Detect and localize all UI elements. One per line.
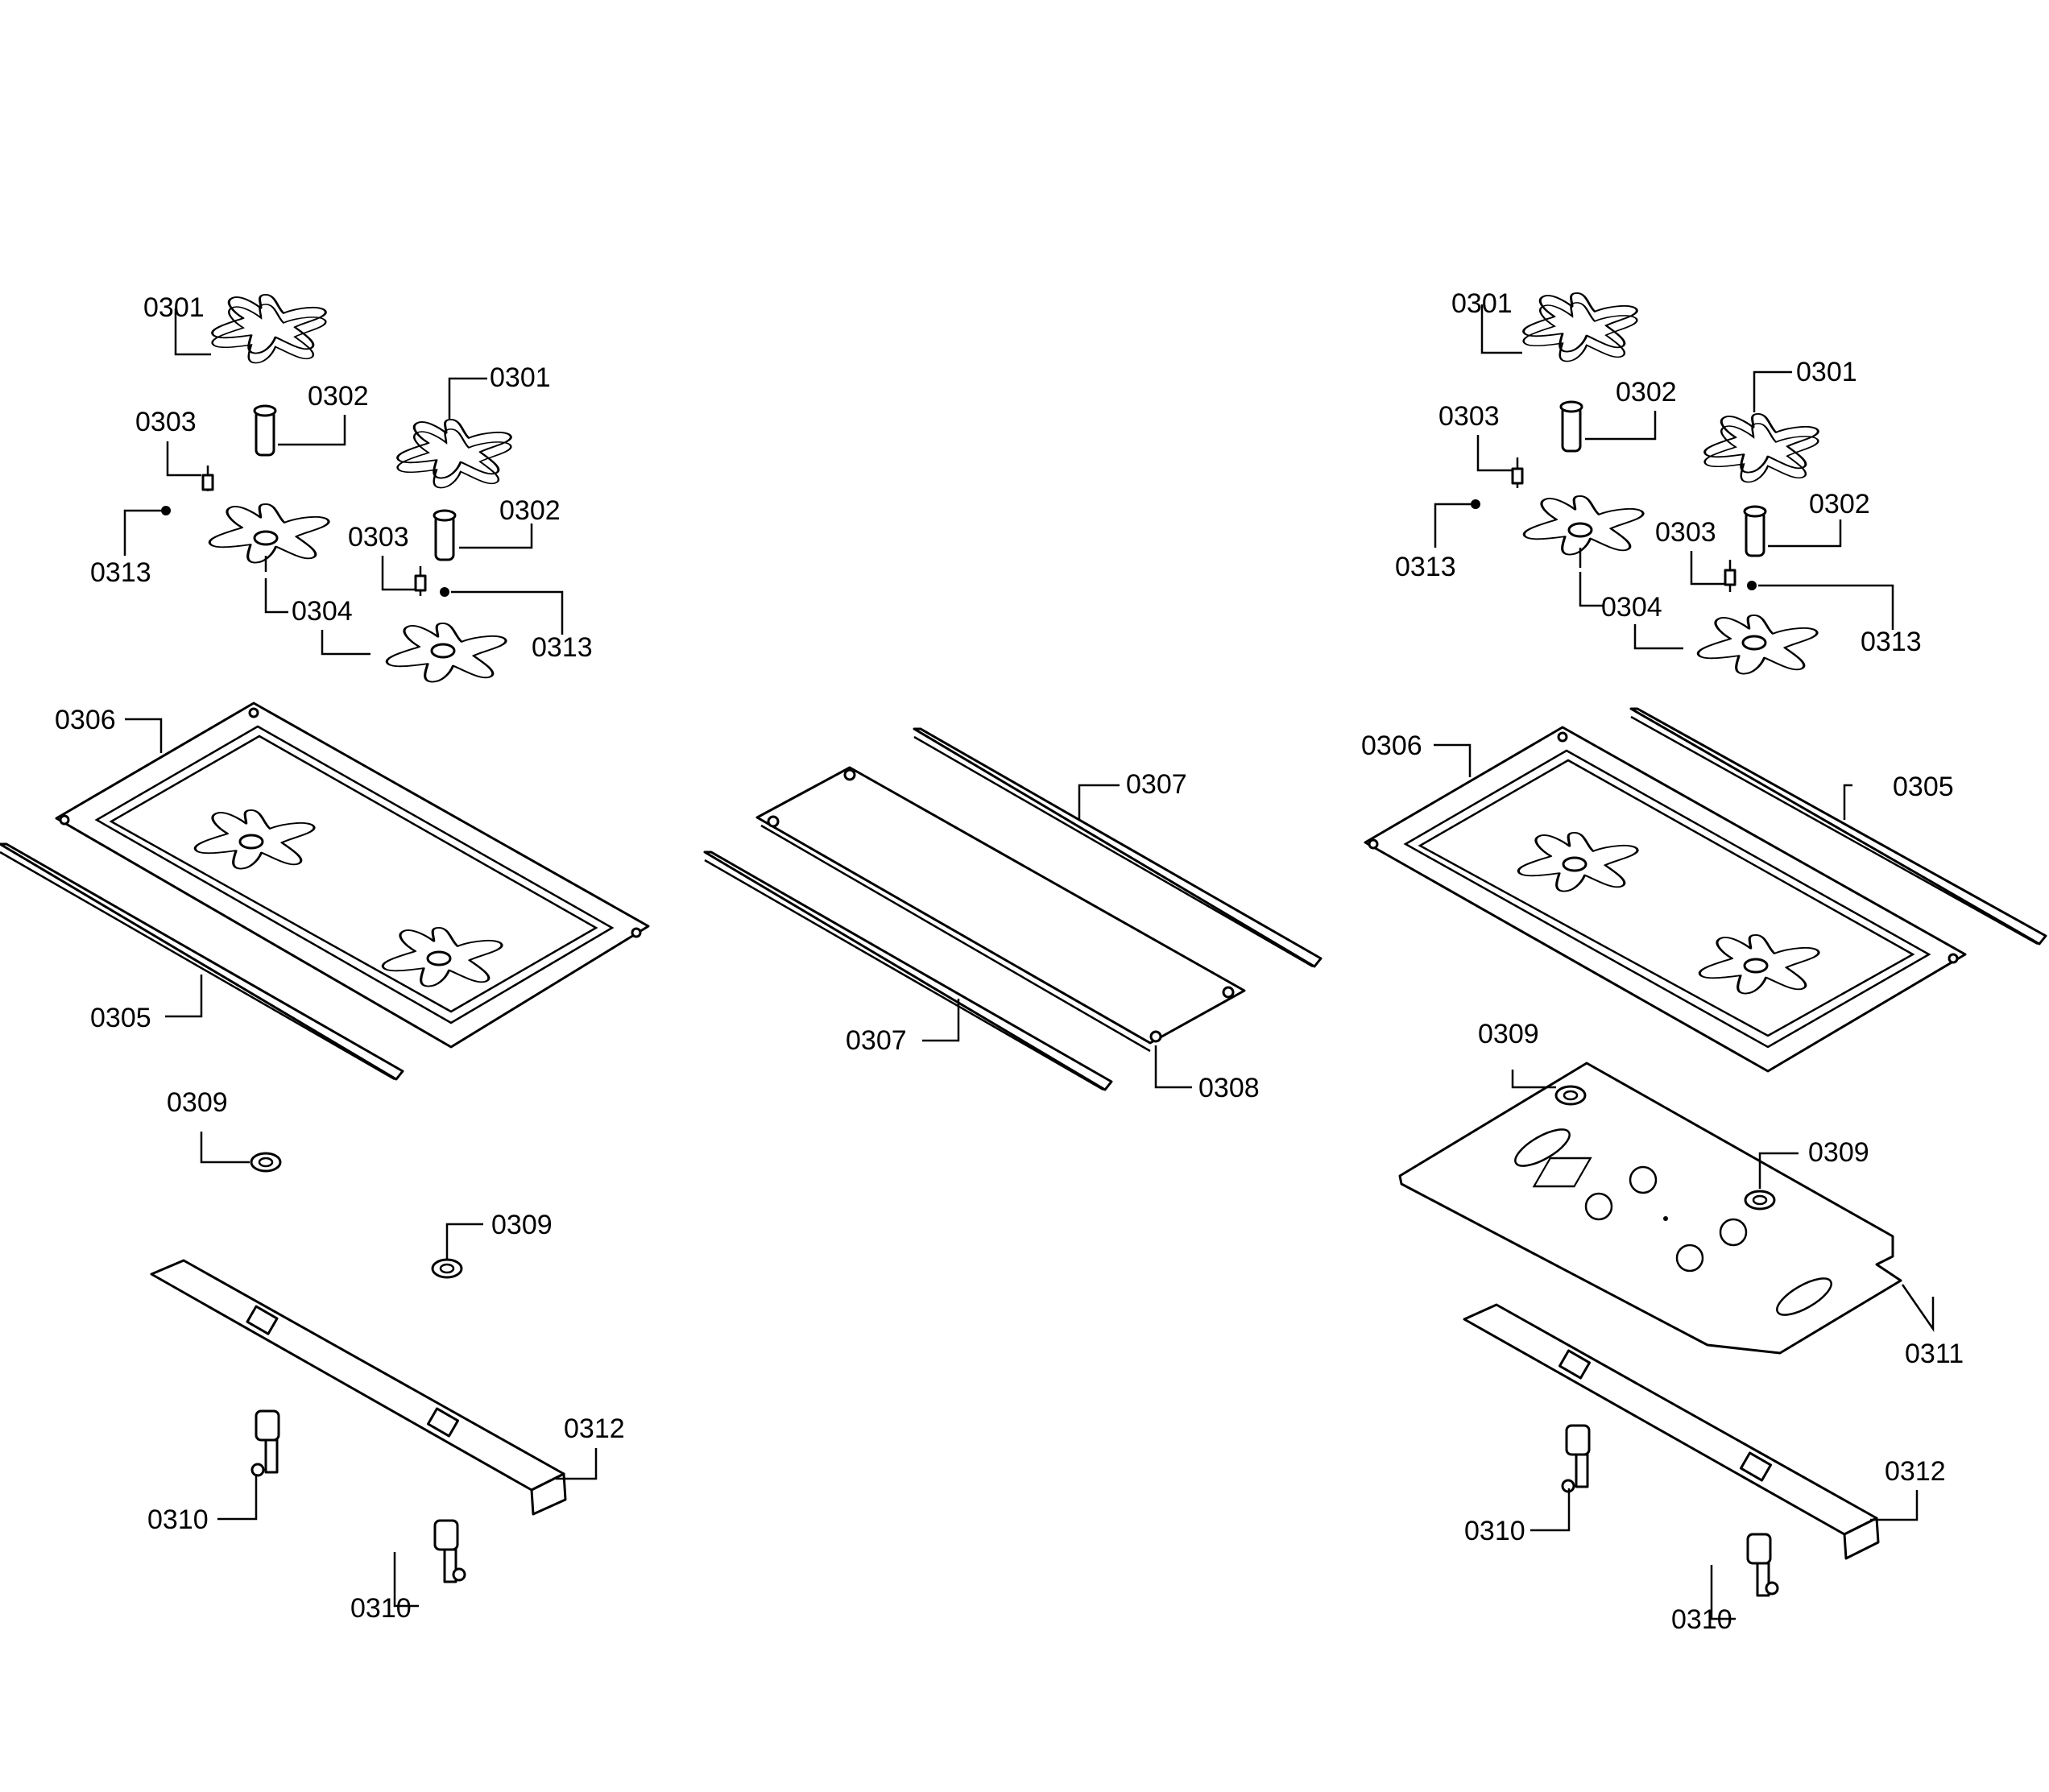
part-label: 0311 — [1905, 1339, 1964, 1369]
part-labels: 0301 0302 0301 0303 0302 0313 0303 0304 … — [55, 288, 1964, 1635]
igniter-pin-icon — [414, 566, 427, 596]
part-label: 0306 — [55, 705, 116, 735]
grommet-icon — [250, 1152, 282, 1173]
part-label: 0309 — [1478, 1019, 1539, 1049]
valve-bracket-icon — [1463, 1303, 1880, 1560]
burner-tray-icon — [1364, 726, 1967, 1073]
right-assembly — [1364, 292, 2047, 1620]
grommet-icon — [1744, 1190, 1776, 1211]
part-label: 0312 — [1885, 1456, 1946, 1487]
part-label: 0303 — [1655, 517, 1716, 548]
part-label: 0305 — [1893, 772, 1954, 802]
valve-bracket-icon — [150, 1259, 567, 1516]
side-rail-icon — [1629, 707, 2047, 946]
gas-valve-icon — [433, 1519, 466, 1583]
spark-electrode-sleeve-icon — [433, 509, 457, 561]
part-label: 0302 — [1809, 489, 1870, 519]
left-assembly — [0, 293, 650, 1608]
part-label: 0302 — [499, 495, 561, 526]
middle-assembly — [703, 727, 1323, 1091]
screw-dot-icon — [440, 587, 449, 597]
part-label: 0302 — [308, 381, 369, 412]
igniter-pin-icon — [201, 466, 214, 491]
screw-dot-icon — [161, 506, 171, 515]
screw-dot-icon — [1747, 581, 1757, 590]
part-label: 0313 — [90, 557, 151, 588]
igniter-pin-icon — [1511, 457, 1524, 488]
part-label: 0303 — [135, 407, 197, 437]
burner-base-icon — [208, 503, 330, 572]
part-label: 0301 — [490, 362, 551, 393]
burner-base-icon — [385, 622, 507, 684]
side-rail-icon — [913, 727, 1323, 968]
cover-panel-icon — [755, 766, 1246, 1053]
burner-base-icon — [1522, 495, 1645, 568]
side-rail-icon — [703, 850, 1113, 1091]
part-label: 0307 — [1126, 769, 1187, 800]
mounting-plate-icon — [1398, 1062, 1902, 1355]
part-label: 0302 — [1616, 377, 1677, 408]
burner-cap-icon — [1703, 412, 1819, 483]
side-rail-icon — [0, 842, 404, 1081]
gas-valve-icon — [1561, 1424, 1591, 1493]
spark-electrode-sleeve-icon — [253, 404, 277, 457]
igniter-pin-icon — [1724, 560, 1736, 592]
part-label: 0310 — [147, 1504, 209, 1535]
spark-electrode-sleeve-icon — [1559, 400, 1583, 453]
spark-electrode-sleeve-icon — [1743, 505, 1767, 557]
grommet-icon — [431, 1258, 463, 1279]
part-label: 0304 — [292, 596, 353, 627]
part-label: 0310 — [1464, 1516, 1525, 1546]
gas-valve-icon — [250, 1409, 280, 1477]
part-label: 0313 — [1395, 552, 1456, 582]
screw-dot-icon — [1471, 499, 1480, 509]
gas-valve-icon — [1746, 1533, 1779, 1597]
part-label: 0313 — [532, 632, 593, 663]
part-label: 0301 — [143, 292, 205, 323]
part-label: 0304 — [1601, 592, 1662, 623]
part-label: 0301 — [1796, 357, 1857, 387]
part-label: 0303 — [348, 522, 409, 552]
part-label: 0309 — [491, 1210, 553, 1240]
part-label: 0307 — [846, 1025, 907, 1056]
grommet-icon — [1554, 1085, 1587, 1106]
part-label: 0305 — [90, 1003, 151, 1033]
part-label: 0310 — [350, 1593, 412, 1624]
burner-base-icon — [1696, 614, 1819, 676]
part-label: 0303 — [1438, 401, 1500, 432]
part-label: 0312 — [564, 1413, 625, 1444]
burner-tray-icon — [55, 701, 650, 1049]
part-label: 0301 — [1451, 288, 1513, 319]
part-label: 0310 — [1671, 1604, 1732, 1635]
part-label: 0308 — [1198, 1073, 1260, 1103]
burner-cap-icon — [1522, 292, 1638, 362]
part-label: 0309 — [1808, 1137, 1869, 1168]
part-label: 0309 — [167, 1087, 228, 1118]
part-label: 0313 — [1861, 627, 1922, 657]
part-label: 0306 — [1361, 730, 1422, 761]
burner-cap-icon — [396, 418, 512, 489]
burner-cap-icon — [211, 293, 327, 364]
